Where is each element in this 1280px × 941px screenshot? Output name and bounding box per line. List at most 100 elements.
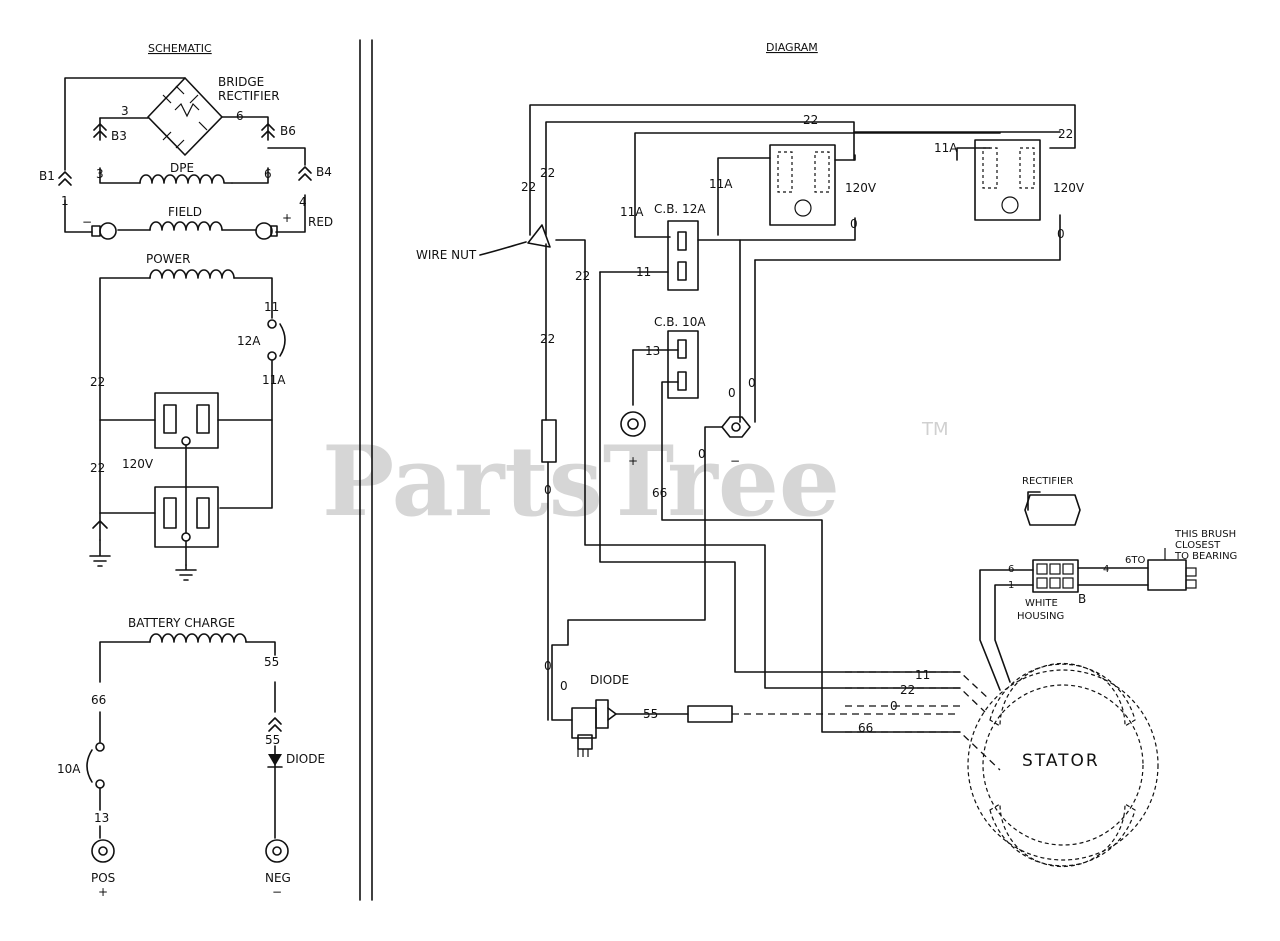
fuse-12a-symbol: [279, 323, 286, 357]
wire-55-bottom: 55: [265, 733, 280, 747]
outlet-2-label: 120V: [1053, 181, 1085, 195]
stator-lead-0: 0: [890, 699, 898, 713]
diag-wire-0-outlet2: 0: [1057, 227, 1065, 241]
diag-wire-11a-right: 11A: [934, 141, 958, 155]
diag-wire-0-neg-b: 0: [748, 376, 756, 390]
housing-letter-b: B: [1078, 592, 1086, 606]
brush-wire-label: 6TO: [1125, 555, 1145, 566]
rectifier-label: RECTIFIER: [1022, 476, 1073, 487]
outlet-120v-2: [974, 139, 1041, 221]
brush-note-1: THIS BRUSH: [1174, 529, 1236, 540]
pos-plus-sign: +: [98, 885, 108, 899]
dpe-label: DPE: [170, 161, 194, 175]
schematic-battery-circuit: [86, 633, 289, 863]
ground-left-icon: [89, 539, 111, 567]
schematic-title: SCHEMATIC: [148, 42, 212, 55]
stator-label: STATOR: [1022, 751, 1100, 771]
neg-terminal: [265, 839, 289, 863]
wire-3-top: 3: [121, 104, 129, 118]
diag-wire-0-outlet1: 0: [850, 217, 858, 231]
field-plus-sign: +: [282, 211, 292, 225]
diag-diode-label: DIODE: [590, 673, 629, 687]
housing-wire-6: 6: [1008, 564, 1014, 575]
wire-6-top: 6: [236, 109, 244, 123]
brush-holder: [1147, 559, 1187, 591]
brush-note-3: TO BEARING: [1174, 551, 1237, 562]
bridge-rectifier-label-1: BRIDGE: [218, 75, 264, 89]
fuse-10a-label: 10A: [57, 762, 81, 776]
field-brush-negative: [99, 222, 117, 240]
diagram-neg-terminal: [721, 416, 751, 438]
wire-nut-icon: [527, 224, 551, 248]
diagram-title: DIAGRAM: [766, 41, 818, 54]
diag-wire-11a-mid: 11A: [709, 177, 733, 191]
wire-11: 11: [264, 300, 279, 314]
diag-wire-22-top: 22: [803, 113, 818, 127]
outlet-1-label: 120V: [845, 181, 877, 195]
field-label: FIELD: [168, 205, 202, 219]
diag-wire-22-c: 22: [575, 269, 590, 283]
power-label: POWER: [146, 252, 190, 266]
diag-wire-22-d: 22: [540, 332, 555, 346]
inline-fuse-22: [541, 419, 557, 463]
b3-label: B3: [111, 129, 127, 143]
wire-nut-label: WIRE NUT: [416, 248, 477, 262]
connector-b4: [298, 166, 312, 181]
b6-label: B6: [280, 124, 296, 138]
stator-outer: [967, 669, 1159, 861]
housing-wire-1: 1: [1008, 580, 1014, 591]
connector-b3: [93, 123, 107, 138]
diode-label: DIODE: [286, 752, 325, 766]
diag-wire-66: 66: [652, 486, 667, 500]
b4-label: B4: [316, 165, 332, 179]
red-label: RED: [308, 215, 333, 229]
cb-12a-label: C.B. 12A: [654, 202, 706, 216]
connector-b6: [261, 123, 275, 138]
wire-1: 1: [61, 194, 69, 208]
stator-lead-22: 22: [900, 683, 915, 697]
diag-wire-0-neg-a: 0: [728, 386, 736, 400]
neg-label: NEG: [265, 871, 291, 885]
field-brush-positive: [255, 222, 273, 240]
watermark-trademark: TM: [921, 419, 949, 440]
brush-note-2: CLOSEST: [1175, 540, 1221, 551]
diag-pos-sign: +: [628, 454, 638, 468]
wire-6-bottom: 6: [264, 167, 272, 181]
diag-wire-0-diode-b: 0: [560, 679, 568, 693]
wire-3-bottom: 3: [96, 167, 104, 181]
diag-wire-22-a: 22: [540, 166, 555, 180]
pos-terminal: [91, 839, 115, 863]
fuse-12a-label: 12A: [237, 334, 261, 348]
b1-label: B1: [39, 169, 55, 183]
pos-label: POS: [91, 871, 115, 885]
diag-wire-55: 55: [643, 707, 658, 721]
diag-wire-11a-left: 11A: [620, 205, 644, 219]
stator-lead-11: 11: [915, 668, 930, 682]
bridge-rectifier-symbol: [147, 77, 223, 156]
diag-wire-0-fuse: 0: [544, 483, 552, 497]
circuit-breaker-12a: [667, 220, 699, 291]
wire-22-lower: 22: [90, 461, 105, 475]
diagram-diode: [571, 707, 597, 739]
field-coil: [149, 221, 223, 231]
diag-wire-0-neg-c: 0: [698, 447, 706, 461]
white-housing-label-2: HOUSING: [1017, 611, 1064, 622]
schematic-power-circuit: [89, 269, 286, 581]
white-housing-label-1: WHITE: [1025, 598, 1058, 609]
connector-55: [268, 717, 282, 732]
wire-55-top: 55: [264, 655, 279, 669]
diag-wire-11: 11: [636, 265, 651, 279]
power-coil: [149, 269, 235, 279]
wire-4: 4: [299, 195, 307, 209]
fuse-10a-symbol: [86, 749, 93, 783]
diag-wire-22-right: 22: [1058, 127, 1073, 141]
diag-wire-0-diode-a: 0: [544, 659, 552, 673]
battery-charge-label: BATTERY CHARGE: [128, 616, 235, 630]
wire-66: 66: [91, 693, 106, 707]
wire-22-upper: 22: [90, 375, 105, 389]
diagram-pos-terminal: [620, 411, 646, 437]
cb-10a-label: C.B. 10A: [654, 315, 706, 329]
stator-lead-66: 66: [858, 721, 873, 735]
rectifier-block: [1024, 494, 1081, 526]
